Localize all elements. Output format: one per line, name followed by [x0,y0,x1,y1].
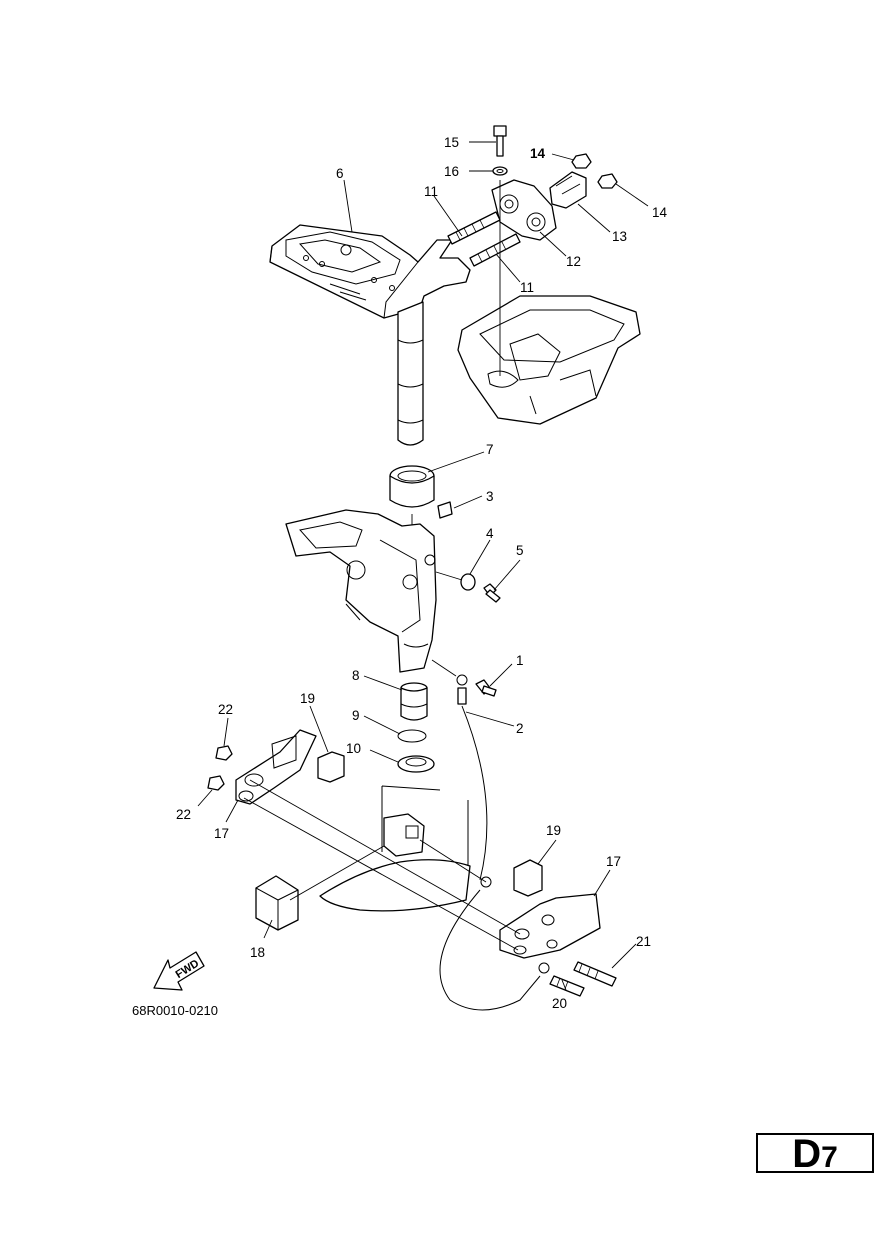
lead-wire-2 [456,674,488,881]
callout-20: 20 [552,996,567,1011]
callout-14a: 14 [530,146,546,161]
damper-18 [255,875,299,931]
page-id-number: 7 [821,1141,838,1174]
callout-5: 5 [516,543,524,558]
callout-18: 18 [250,945,265,960]
lower-casing [319,785,471,912]
steering-bracket [269,224,471,319]
callout-10: 10 [346,741,361,756]
callout-15: 15 [444,135,459,150]
bolt-5 [483,583,501,603]
nut-14 [571,153,618,189]
callout-14b: 14 [652,205,668,220]
callout-4: 4 [486,526,494,541]
collar-4 [460,573,476,591]
callout-21: 21 [636,934,651,949]
callout-1: 1 [516,653,524,668]
callout-8: 8 [352,668,360,683]
fwd-arrow-icon: FWD [153,951,205,991]
steering-shaft [397,301,424,446]
callout-22b: 22 [176,807,191,822]
nut-22 [207,745,233,791]
damper-19-left [317,751,345,783]
callout-22a: 22 [218,702,233,717]
callout-11b: 11 [520,280,534,295]
page-identifier: D 7 [756,1132,874,1176]
callouts: 15 16 14 14 13 12 11 11 6 7 3 4 5 1 2 8 … [176,135,668,1011]
seal-10 [397,755,435,773]
swivel-bracket [285,509,437,673]
damper-19-right [513,859,543,897]
bolt-15 [493,125,507,157]
mount-bracket-17-left [235,729,317,805]
callout-2: 2 [516,721,524,736]
drawing-code: 68R0010-0210 [132,1003,218,1018]
callout-13: 13 [612,229,627,244]
bottom-cowling [457,295,641,425]
bolt-20 [549,975,585,997]
callout-3: 3 [486,489,494,504]
callout-11a: 11 [424,184,438,199]
lead-wire-lower [439,876,550,1011]
stopper-3 [437,501,453,519]
callout-9: 9 [352,708,360,723]
upper-mount-assembly [491,171,587,241]
callout-19a: 19 [300,691,315,706]
callout-leaders [197,141,649,991]
callout-19b: 19 [546,823,561,838]
page-id-letter: D [792,1132,822,1176]
o-ring-9 [397,729,427,743]
rubber-mount-8 [400,682,428,721]
bolt-1 [475,679,497,697]
bolt-21 [573,961,617,987]
callout-16: 16 [444,164,459,179]
mount-bracket-17-right [499,893,601,959]
callout-12: 12 [566,254,581,269]
bushing-7 [389,465,435,508]
callout-7: 7 [486,442,494,457]
callout-17a: 17 [214,826,229,841]
callout-17b: 17 [606,854,621,869]
callout-6: 6 [336,166,344,181]
washer-16 [492,166,508,176]
